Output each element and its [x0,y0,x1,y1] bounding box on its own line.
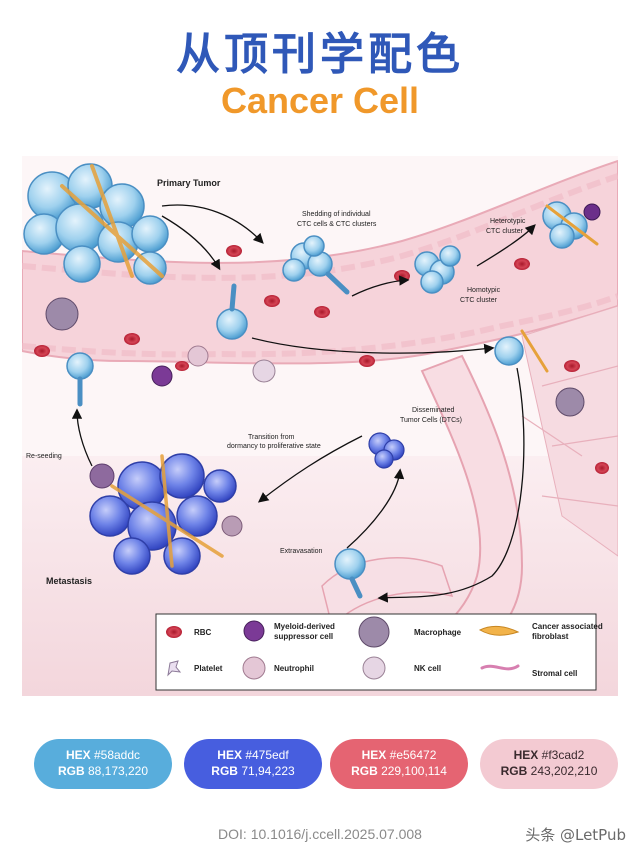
label-heterotypic-2: CTC cluster [486,228,524,235]
label-metastasis: Metastasis [46,576,92,586]
label-disseminated-1: Disseminated [412,407,455,414]
hex-value: #e56472 [389,748,437,762]
label-homotypic-1: Homotypic [467,287,501,294]
platelet-icon [167,660,182,677]
rgb-value: 243,202,210 [530,764,598,778]
legend-label-fibroblast-1: Cancer associated [532,622,603,631]
rgb-label: RGB [500,764,528,778]
shedding-ctc [216,235,350,340]
color-palette: HEX #58addc RGB 88,173,220 HEX #475edf R… [0,739,640,789]
hex-label: HEX [513,748,539,762]
circulating-tumor-cell [494,336,524,366]
hex-label: HEX [65,748,91,762]
legend-label-macrophage: Macrophage [414,628,462,637]
page-title: 从顶刊学配色 [176,29,464,80]
legend-label-fibroblast-2: fibroblast [532,632,569,641]
reseeding-cell [66,352,94,380]
page-subtitle: Cancer Cell [220,80,420,121]
legend-label-mdsc-1: Myeloid-derived [274,622,335,631]
rgb-label: RGB [351,764,378,778]
hex-value: #f3cad2 [541,748,585,762]
label-shedding-1: Shedding of individual [302,211,371,218]
process-arrows [71,204,536,603]
label-homotypic-2: CTC cluster [460,297,498,304]
label-transition-1: Transition from [248,434,295,441]
hex-label: HEX [361,748,387,762]
nk-cell-icon [362,656,386,680]
color-chip-2: HEX #475edf RGB 71,94,223 [184,739,322,789]
hex-value: #58addc [93,748,141,762]
color-chip-4: HEX #f3cad2 RGB 243,202,210 [480,739,618,789]
doi-text: DOI: 10.1016/j.ccell.2025.07.008 [218,826,422,842]
legend: RBC Myeloid-derived suppressor cell Macr… [155,613,603,691]
extravasating-cell [334,548,366,580]
rgb-label: RGB [57,764,85,778]
label-disseminated-2: Tumor Cells (DTCs) [400,417,462,424]
macrophage-icon [358,616,390,648]
hex-value: #475edf [245,748,289,762]
label-transition-2: dormancy to proliferative state [227,443,321,450]
primary-tumor-cluster [23,163,169,285]
homotypic-ctc-cluster [414,245,461,294]
watermark: 头条 @LetPub [525,826,626,844]
rgb-value: 88,173,220 [87,764,149,778]
legend-label-stromal-cell: Stromal cell [532,669,577,678]
metastasis-diagram: Primary Tumor Shedding of individual CTC… [22,156,618,696]
neutrophil-icon [242,656,266,680]
metastasis-cluster [89,453,243,575]
legend-label-mdsc-2: suppressor cell [274,632,333,641]
legend-label-rbc: RBC [194,628,212,637]
label-shedding-2: CTC cells & CTC clusters [297,221,377,228]
label-primary-tumor: Primary Tumor [157,178,221,188]
label-extravasation: Extravasation [280,548,323,555]
rgb-value: 71,94,223 [241,764,295,778]
color-chip-1: HEX #58addc RGB 88,173,220 [34,739,172,789]
heterotypic-ctc-cluster [542,201,601,249]
legend-label-neutrophil: Neutrophil [274,664,314,673]
dtc-cluster [368,432,405,469]
fibroblast-icon [478,625,520,636]
rbc-icon [166,626,182,638]
rgb-value: 229,100,114 [381,764,447,778]
legend-label-platelet: Platelet [194,664,223,673]
hex-label: HEX [217,748,242,762]
label-reseeding: Re-seeding [26,453,62,460]
label-heterotypic-1: Heterotypic [490,218,526,225]
red-blood-cells [34,245,609,474]
mdsc-icon [243,620,265,642]
rgb-label: RGB [211,764,238,778]
stromal-cell-icon [480,664,520,671]
color-chip-3: HEX #e56472 RGB 229,100,114 [330,739,468,789]
legend-label-nk-cell: NK cell [414,664,441,673]
